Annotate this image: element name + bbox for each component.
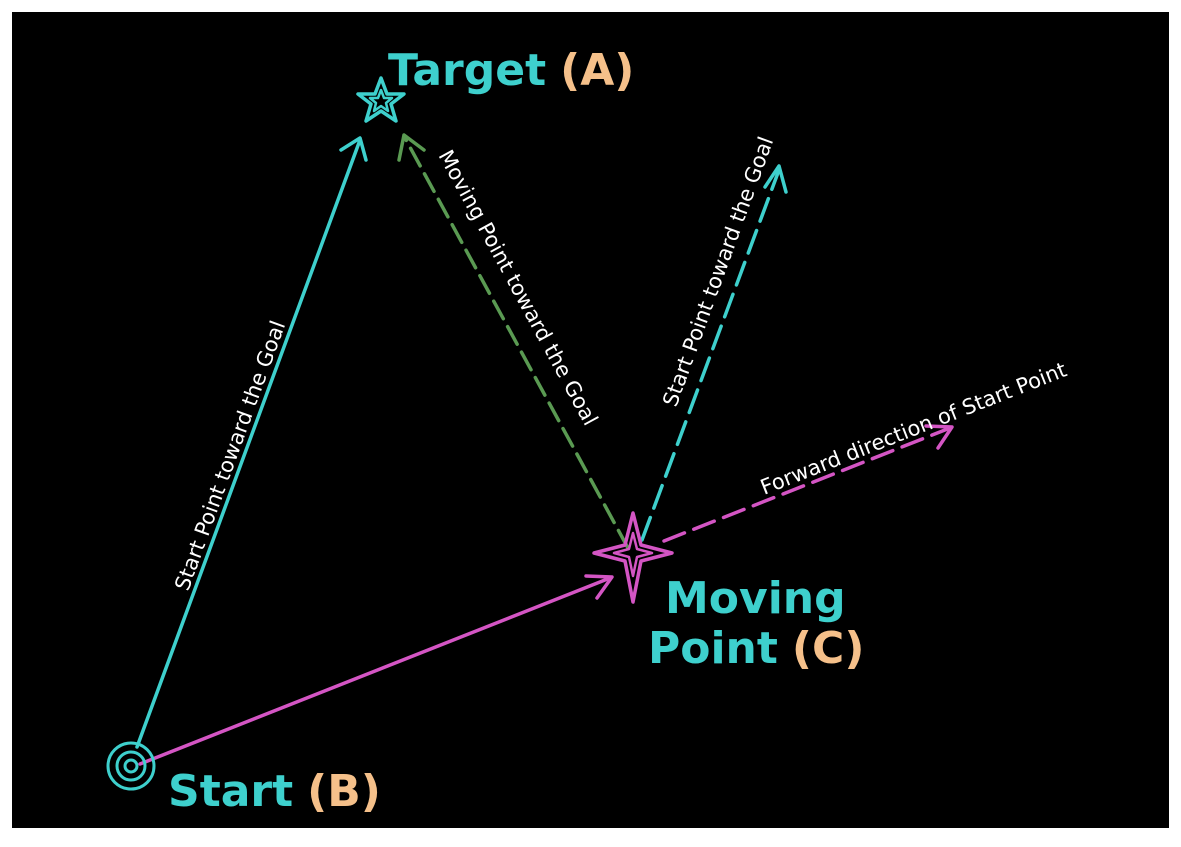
start-tag: (B)	[307, 766, 381, 817]
edge-moving-parallel	[640, 164, 788, 542]
star-icon	[356, 76, 406, 123]
edge-forward-direction	[662, 424, 954, 543]
moving-tag: (C)	[792, 623, 865, 674]
edge-moving-to-target	[397, 133, 630, 550]
target-tag: (A)	[560, 45, 634, 96]
edge-start-to-target	[135, 136, 368, 749]
target-label: Target (A)	[388, 45, 634, 96]
moving-name-line2: Point	[648, 623, 778, 674]
moving-name-line1: Moving	[665, 573, 846, 624]
start-name: Start	[168, 766, 293, 817]
moving-label-line2: Point (C)	[648, 623, 864, 674]
target-circle-icon	[106, 741, 156, 791]
edge-start-to-moving	[138, 574, 614, 766]
start-label: Start (B)	[168, 766, 381, 817]
diagram-background	[12, 12, 1169, 828]
four-point-star-icon	[592, 511, 674, 604]
target-name: Target	[388, 45, 546, 96]
